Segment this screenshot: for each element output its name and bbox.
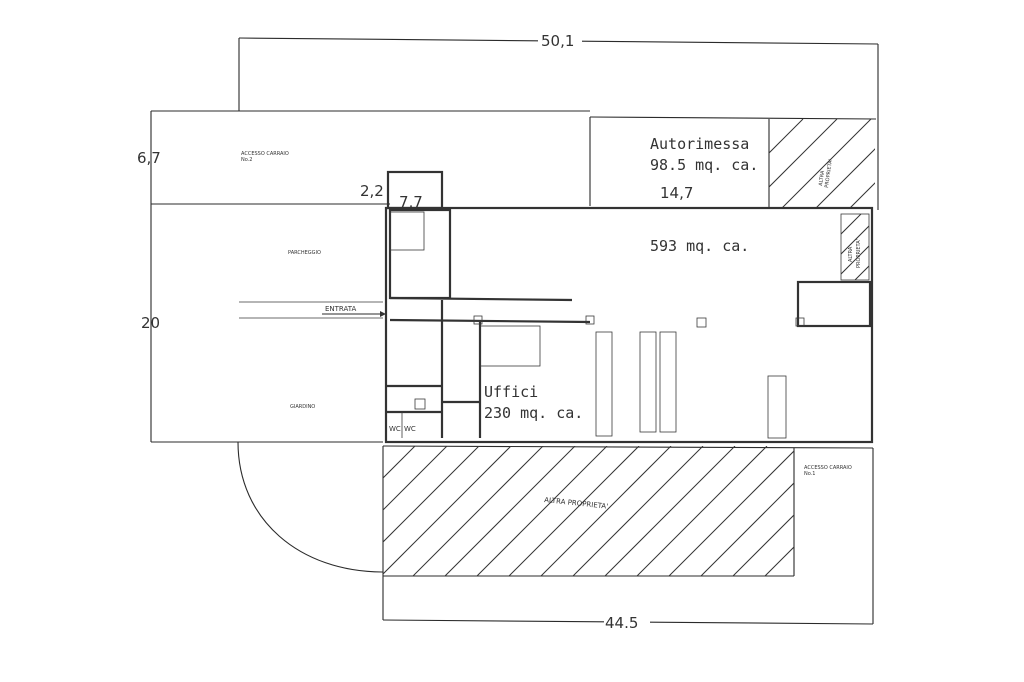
hatch-line — [412, 446, 544, 576]
hatch-line — [841, 214, 842, 215]
hatch-line — [383, 446, 480, 543]
hatch-line — [875, 214, 941, 280]
hatch-line — [841, 214, 862, 235]
entrata-label: ENTRATA — [325, 305, 356, 313]
hatch-line — [668, 450, 794, 576]
hatch-line — [895, 214, 961, 280]
dimension-small-b: 7,7 — [399, 193, 423, 211]
hatch-line — [732, 514, 794, 576]
hatch-line — [884, 119, 973, 208]
accesso-carraio-1-number: No.1 — [804, 471, 815, 477]
offices-area: 230 mq. ca. — [484, 404, 583, 422]
dimension-left-upper: 6,7 — [137, 149, 161, 167]
dimension-bottom: 44.5 — [605, 614, 638, 632]
dimension-small-a: 2,2 — [360, 182, 384, 200]
hatch-line — [854, 265, 869, 280]
hatch-line — [604, 446, 736, 576]
entrance-arrow — [322, 311, 386, 317]
hatch-line — [915, 214, 981, 280]
accesso-carraio-1-label: ACCESSO CARRAIO — [804, 465, 852, 471]
hatch-line — [700, 482, 794, 576]
hatch-line — [861, 446, 991, 576]
wc-label-2: WC — [404, 425, 416, 433]
dimension-garage-width: 14,7 — [660, 184, 693, 202]
room-labels: Autorimessa 98.5 mq. ca. 593 mq. ca. Uff… — [389, 135, 758, 433]
hatch-line — [918, 119, 1007, 208]
hatch-line — [781, 119, 872, 208]
hatch-line — [383, 446, 384, 447]
dimension-left-lower: 20 — [141, 314, 160, 332]
dimension-top: 50,1 — [541, 32, 574, 50]
hatch-line — [476, 446, 608, 576]
accesso-carraio-2-number: No.2 — [241, 157, 252, 163]
hatch-line — [636, 446, 768, 576]
hatch-line — [952, 119, 1024, 208]
hatch-line — [841, 245, 869, 275]
hatch-line — [769, 119, 804, 154]
hatch-line — [540, 446, 672, 576]
hatch-line — [444, 446, 576, 576]
garage-title: Autorimessa — [650, 135, 749, 153]
dimension-labels: 50,1 6,7 20 2,2 7,7 14,7 44.5 — [137, 30, 693, 632]
altra-proprieta-right-label-1: ALTRA — [848, 246, 854, 262]
hatch-line — [893, 446, 1023, 576]
garage-area: 98.5 mq. ca. — [650, 156, 758, 174]
hatch-line — [764, 546, 794, 576]
hatch-right-altra-proprieta — [841, 214, 981, 280]
hatch-top-altra-proprieta — [769, 119, 1024, 208]
altra-proprieta-top-label-1: ALTRA — [818, 170, 826, 187]
hatch-line — [841, 225, 869, 255]
hatch-line — [383, 446, 448, 511]
hatch-line — [849, 182, 875, 208]
main-area: 593 mq. ca. — [650, 237, 749, 255]
altra-proprieta-top-label-2: PROPRIETA' — [824, 159, 834, 189]
altra-proprieta-right-label-2: PROPRIETA' — [856, 239, 862, 268]
wc-label-1: WC — [389, 425, 401, 433]
lot-outline — [150, 37, 879, 625]
hatch-line — [383, 446, 416, 479]
hatch-line — [572, 446, 704, 576]
hatch-line — [383, 446, 512, 575]
accesso-carraio-2-label: ACCESSO CARRAIO — [241, 151, 289, 157]
offices-title: Uffici — [484, 383, 538, 401]
hatch-line — [769, 119, 838, 188]
giardino-label: GIARDINO — [290, 404, 315, 410]
building-walls — [384, 170, 874, 444]
hatch-line — [508, 446, 640, 576]
hatch-bottom-altra-proprieta — [383, 446, 1023, 576]
parcheggio-label: PARCHEGGIO — [288, 250, 321, 256]
hatch-line — [815, 148, 875, 208]
